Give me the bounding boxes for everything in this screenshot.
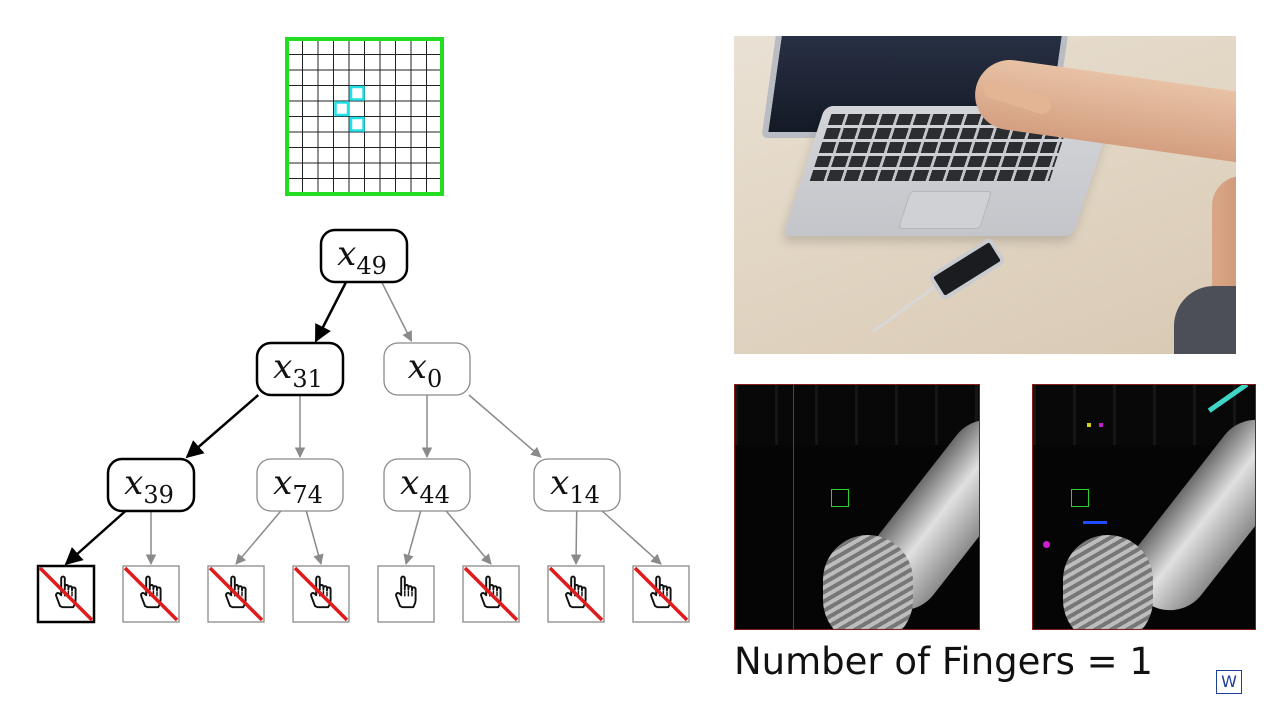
leaf-accepted xyxy=(377,565,435,623)
highlighted-cell xyxy=(349,116,365,132)
tree-edge xyxy=(468,394,542,458)
tree-nodes: x49 x31 x0 x39 x74 x44 x14 xyxy=(106,228,621,513)
node-label: x44 xyxy=(400,463,450,509)
feature-mark xyxy=(1099,423,1103,427)
laptop-leap-motion-photo xyxy=(734,36,1236,354)
tree-node-n44: x44 xyxy=(383,458,471,512)
tree-edge xyxy=(305,510,324,566)
leap-motion-device xyxy=(927,236,1007,302)
node-label: x31 xyxy=(273,347,323,393)
ceiling-beams xyxy=(1033,385,1255,445)
cross-out-mark xyxy=(548,566,604,622)
cross-out-mark xyxy=(293,566,349,622)
cross-out-mark xyxy=(123,566,179,622)
ir-camera-view-right xyxy=(1032,384,1256,630)
leaf-rejected xyxy=(122,565,180,623)
leaf-rejected xyxy=(292,565,350,623)
tree-edge xyxy=(64,510,127,566)
tree-edge xyxy=(235,510,282,565)
frame-edge-line xyxy=(793,385,794,629)
grid-frame xyxy=(285,37,444,196)
highlighted-cell xyxy=(349,85,365,101)
tree-node-n31: x31 xyxy=(255,341,345,397)
leaf-rejected xyxy=(462,565,520,623)
tree-edge xyxy=(403,510,422,566)
finger-count-caption: Number of Fingers = 1 xyxy=(734,640,1153,683)
tracking-box xyxy=(1071,489,1089,507)
watermark-logo: W xyxy=(1216,670,1242,694)
tracking-box xyxy=(831,489,849,507)
ir-hand xyxy=(1063,535,1153,629)
feature-mark xyxy=(1087,423,1091,427)
node-label: x14 xyxy=(550,463,600,509)
cross-out-mark xyxy=(463,566,519,622)
ceiling-beams xyxy=(735,385,979,445)
node-label: x0 xyxy=(408,347,442,393)
tree-node-n49: x49 xyxy=(319,228,409,284)
sleeve xyxy=(1174,286,1236,354)
ir-hand xyxy=(823,535,913,629)
tree-node-n39: x39 xyxy=(106,457,196,513)
pixel-grid xyxy=(285,37,444,196)
leaf-rejected xyxy=(632,565,690,623)
ir-camera-view-left xyxy=(734,384,980,630)
node-label: x39 xyxy=(124,463,174,509)
leaf-rejected xyxy=(36,564,96,624)
tree-edge xyxy=(601,510,662,565)
cross-out-mark xyxy=(633,566,689,622)
tree-edge xyxy=(185,394,260,459)
leaf-rejected xyxy=(547,565,605,623)
tree-edge xyxy=(380,281,413,342)
node-label: x49 xyxy=(337,234,387,280)
tree-edge xyxy=(570,510,582,566)
tree-node-n74: x74 xyxy=(256,458,344,512)
feature-mark xyxy=(1083,521,1107,524)
decision-tree-diagram: x49 x31 x0 x39 x74 x44 x14 xyxy=(36,37,690,624)
laptop-touchpad xyxy=(897,191,993,229)
tree-edge xyxy=(445,510,492,565)
tree-leaves xyxy=(36,564,690,624)
leaf-rejected xyxy=(207,565,265,623)
node-label: x74 xyxy=(273,463,323,509)
cross-out-mark xyxy=(38,566,94,622)
highlighted-cell xyxy=(334,101,350,117)
tree-edge xyxy=(314,281,348,343)
cross-out-mark xyxy=(208,566,264,622)
feature-mark xyxy=(1043,541,1050,548)
tree-node-n14: x14 xyxy=(533,458,621,512)
tree-node-n0: x0 xyxy=(383,342,471,396)
tree-edges xyxy=(64,281,662,566)
